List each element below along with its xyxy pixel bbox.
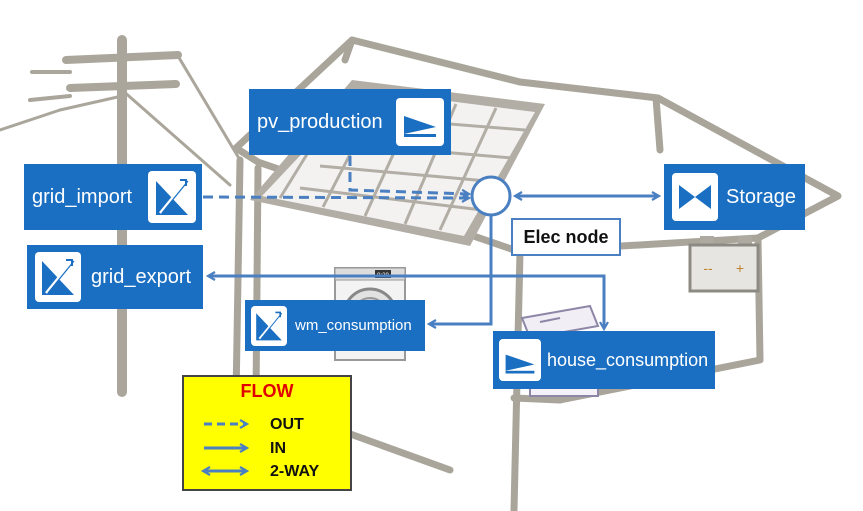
- ramp-icon: [396, 98, 444, 146]
- house-consumption-label: house_consumption: [547, 349, 709, 370]
- storage-label: Storage: [726, 185, 797, 208]
- legend-out-label: OUT: [270, 416, 304, 433]
- grid-export-label: grid_export: [91, 265, 192, 288]
- adjustable-transformer-icon: [251, 305, 287, 346]
- legend-in-label: IN: [270, 440, 286, 457]
- legend-swatches: [184, 377, 354, 493]
- bowtie-storage-icon: [672, 173, 718, 221]
- wm-consumption-label: wm_consumption: [295, 317, 412, 334]
- pv-production-label: pv_production: [257, 110, 383, 133]
- storage-node[interactable]: Storage: [664, 164, 805, 230]
- wm-consumption-node[interactable]: wm_consumption: [245, 300, 425, 351]
- house-consumption-node[interactable]: house_consumption: [493, 331, 715, 389]
- flow-legend: FLOW OUT IN 2-WAY: [182, 375, 352, 491]
- battery-minus-label: --: [703, 260, 713, 276]
- legend-two-way-label: 2-WAY: [270, 463, 320, 480]
- pv-to-node-flow: [348, 156, 468, 194]
- elec-node-label: Elec node: [511, 218, 621, 256]
- grid-import-label: grid_import: [32, 185, 133, 208]
- adjustable-transformer-icon: [148, 171, 196, 223]
- grid-export-node[interactable]: grid_export: [27, 245, 203, 309]
- legend-title: FLOW: [240, 381, 294, 401]
- grid-import-to-node-flow: [202, 197, 468, 198]
- pv-production-node[interactable]: pv_production: [249, 89, 451, 155]
- ramp-icon: [499, 339, 541, 381]
- grid-import-node[interactable]: grid_import: [24, 164, 202, 230]
- elec-node-circle[interactable]: [470, 175, 512, 217]
- adjustable-transformer-icon: [35, 252, 81, 302]
- battery-sketch: -- +: [688, 236, 760, 293]
- grid-export-house-flow: [209, 276, 604, 328]
- battery-plus-label: +: [736, 260, 744, 276]
- flow-connectors: [202, 156, 658, 328]
